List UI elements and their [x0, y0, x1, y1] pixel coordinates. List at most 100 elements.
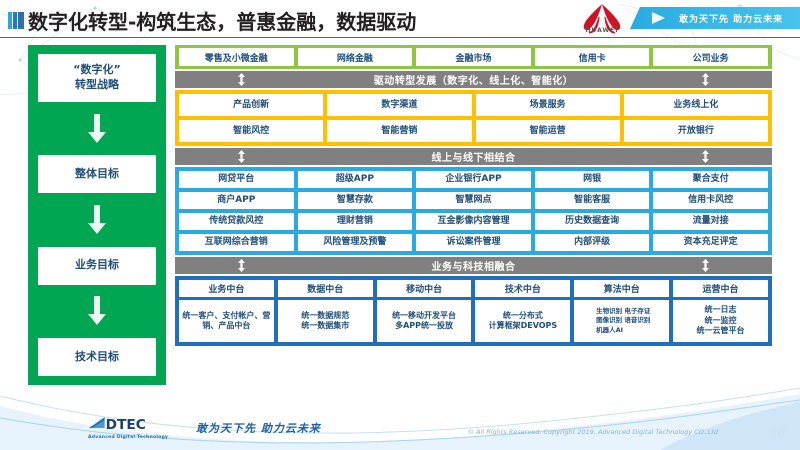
online-offline-row: 网贷平台 超级APP 企业银行APP 网银 聚合支付 [179, 171, 768, 188]
online-offline-item[interactable]: 互联网综合营销 [179, 234, 294, 251]
page-title: 数字化转型-构筑生态，普惠金融，数据驱动 [28, 10, 417, 34]
online-offline-item[interactable]: 企业银行APP [416, 171, 531, 188]
business-line-item[interactable]: 零售及小微金融 [179, 48, 294, 66]
online-offline-item[interactable]: 信用卡风控 [653, 192, 768, 209]
drive-band: 产品创新 数字渠道 场景服务 业务线上化 智能风控 智能营销 智能运营 开放银行 [175, 90, 772, 146]
online-offline-item[interactable]: 内部评级 [534, 234, 650, 251]
online-offline-item[interactable]: 风险管理及预警 [297, 234, 413, 251]
double-arrow-icon [702, 259, 709, 272]
online-offline-row: 商户APP 智慧存款 智慧网点 智能客服 信用卡风控 [179, 192, 768, 209]
online-offline-item[interactable]: 网贷平台 [179, 171, 294, 188]
strategy-step-3[interactable]: 业务目标 [38, 246, 156, 285]
online-offline-item[interactable]: 互金影像内容管理 [416, 213, 531, 230]
platform-head: 算法中台 [574, 280, 670, 297]
online-offline-item[interactable]: 诉讼案件管理 [416, 234, 531, 251]
double-arrow-icon [702, 73, 709, 86]
svg-text:DTEC: DTEC [106, 417, 146, 433]
online-offline-item[interactable]: 聚合支付 [653, 171, 768, 188]
platform-body: 统一分布式 计算框架DEVOPS [475, 300, 571, 342]
business-lines-row: 零售及小微金融 网络金融 金融市场 信用卡 公司业务 [175, 45, 772, 69]
drive-item[interactable]: 场景服务 [475, 94, 620, 116]
drive-item[interactable]: 智能营销 [327, 120, 472, 142]
platform-head: 数据中台 [277, 280, 373, 297]
strategy-arrow-2 [86, 193, 108, 246]
platform-column-operations[interactable]: 运营中台 统一日志 统一监控 统一云管平台 [673, 280, 768, 342]
dtec-logo-icon: DTEC [88, 417, 146, 433]
drive-item[interactable]: 智能运营 [475, 120, 620, 142]
platform-column-technology[interactable]: 技术中台 统一分布式 计算框架DEVOPS [475, 280, 571, 342]
online-offline-item[interactable]: 超级APP [297, 171, 413, 188]
platform-column-mobile[interactable]: 移动中台 统一移动开发平台 多APP统一投放 [376, 280, 472, 342]
banner-slogan-text: 敢为天下先 助力云未来 [679, 14, 784, 25]
online-offline-band: 网贷平台 超级APP 企业银行APP 网银 聚合支付 商户APP 智慧存款 智慧… [175, 167, 772, 255]
drive-item[interactable]: 业务线上化 [623, 94, 768, 116]
online-offline-item[interactable]: 商户APP [179, 192, 294, 209]
platform-head: 移动中台 [376, 280, 472, 297]
business-line-item[interactable]: 公司业务 [653, 48, 768, 66]
platform-head: 运营中台 [673, 280, 768, 297]
online-offline-item[interactable]: 网银 [534, 171, 650, 188]
connector-online-offline: 线上与线下相结合 [175, 148, 772, 165]
footer-copyright: © All Rights Reserved. Copyright 2019, A… [467, 428, 718, 436]
platform-body: 生物识别 电子存证 图像识别 语音识别 机器人AI [574, 300, 670, 342]
drive-item[interactable]: 智能风控 [179, 120, 324, 142]
dtec-logo-subtitle: Advanced Digital Technology [88, 435, 169, 440]
platform-body: 统一日志 统一监控 统一云管平台 [673, 300, 768, 342]
page-number: 10 [769, 426, 786, 440]
online-offline-item[interactable]: 智能客服 [534, 192, 650, 209]
footer-slogan: 敢为天下先 助力云未来 [196, 422, 321, 435]
platform-column-data[interactable]: 数据中台 统一数据规范 统一数据集市 [277, 280, 373, 342]
connector-drive-label: 驱动转型发展（数字化、线上化、智能化） [373, 76, 574, 87]
huawei-slogan-banner: 敢为天下先 助力云未来 [630, 7, 800, 29]
online-offline-row: 互联网综合营销 风险管理及预警 诉讼案件管理 内部评级 资本充足评定 [179, 234, 768, 251]
online-offline-item[interactable]: 理财营销 [297, 213, 413, 230]
platform-body: 统一数据规范 统一数据集市 [277, 300, 373, 342]
strategy-step-1-line1: “数字化” [73, 63, 121, 77]
connector-platform: 业务与科技相融合 [175, 257, 772, 274]
drive-row: 产品创新 数字渠道 场景服务 业务线上化 [179, 94, 768, 116]
connector-drive: 驱动转型发展（数字化、线上化、智能化） [175, 71, 772, 88]
drive-row: 智能风控 智能营销 智能运营 开放银行 [179, 120, 768, 142]
drive-item[interactable]: 数字渠道 [327, 94, 472, 116]
platform-body: 统一移动开发平台 多APP统一投放 [376, 300, 472, 342]
strategy-column: “数字化” 转型战略 整体目标 业务目标 技术目标 [28, 45, 166, 385]
strategy-step-2[interactable]: 整体目标 [38, 155, 156, 194]
strategy-step-1[interactable]: “数字化” 转型战略 [38, 54, 156, 102]
drive-item[interactable]: 开放银行 [623, 120, 768, 142]
online-offline-grid: 网贷平台 超级APP 企业银行APP 网银 聚合支付 商户APP 智慧存款 智慧… [179, 171, 768, 251]
online-offline-item[interactable]: 历史数据查询 [534, 213, 650, 230]
platform-head: 业务中台 [179, 280, 274, 297]
strategy-step-1-line2: 转型战略 [75, 78, 119, 91]
online-offline-item[interactable]: 传统贷款风控 [179, 213, 294, 230]
online-offline-item[interactable]: 资本充足评定 [653, 234, 768, 251]
platform-band: 业务中台 统一客户、支付帐户、营销、产品中台 数据中台 统一数据规范 统一数据集… [175, 276, 772, 346]
online-offline-item[interactable]: 智慧网点 [416, 192, 531, 209]
paper-plane-icon [652, 12, 665, 24]
platform-column-algorithm[interactable]: 算法中台 生物识别 电子存证 图像识别 语音识别 机器人AI [574, 280, 670, 342]
platform-column-business[interactable]: 业务中台 统一客户、支付帐户、营销、产品中台 [179, 280, 274, 342]
online-offline-item[interactable]: 智慧存款 [297, 192, 413, 209]
online-offline-row: 传统贷款风控 理财营销 互金影像内容管理 历史数据查询 流量对接 [179, 213, 768, 230]
strategy-arrow-3 [86, 285, 108, 338]
slide-header: 数字化转型-构筑生态，普惠金融，数据驱动 HUAWEI 敢为天下先 助力云未来 [0, 0, 800, 38]
double-arrow-icon [238, 73, 245, 86]
strategy-step-4[interactable]: 技术目标 [38, 337, 156, 376]
main-column: 零售及小微金融 网络金融 金融市场 信用卡 公司业务 驱动转型发展（数字化、线上… [175, 45, 772, 346]
platform-grid: 业务中台 统一客户、支付帐户、营销、产品中台 数据中台 统一数据规范 统一数据集… [179, 280, 768, 342]
business-line-item[interactable]: 网络金融 [297, 48, 413, 66]
business-line-item[interactable]: 金融市场 [416, 48, 531, 66]
connector-online-offline-label: 线上与线下相结合 [431, 153, 516, 164]
title-divider [0, 37, 800, 38]
connector-platform-label: 业务与科技相融合 [431, 262, 516, 273]
drive-item[interactable]: 产品创新 [179, 94, 324, 116]
huawei-wordmark: HUAWEI [585, 27, 619, 34]
platform-body: 统一客户、支付帐户、营销、产品中台 [179, 300, 274, 342]
double-arrow-icon [702, 150, 709, 163]
title-bars-icon [8, 12, 24, 29]
platform-head: 技术中台 [475, 280, 571, 297]
strategy-arrow-1 [86, 102, 108, 155]
business-line-item[interactable]: 信用卡 [534, 48, 650, 66]
double-arrow-icon [238, 259, 245, 272]
online-offline-item[interactable]: 流量对接 [653, 213, 768, 230]
